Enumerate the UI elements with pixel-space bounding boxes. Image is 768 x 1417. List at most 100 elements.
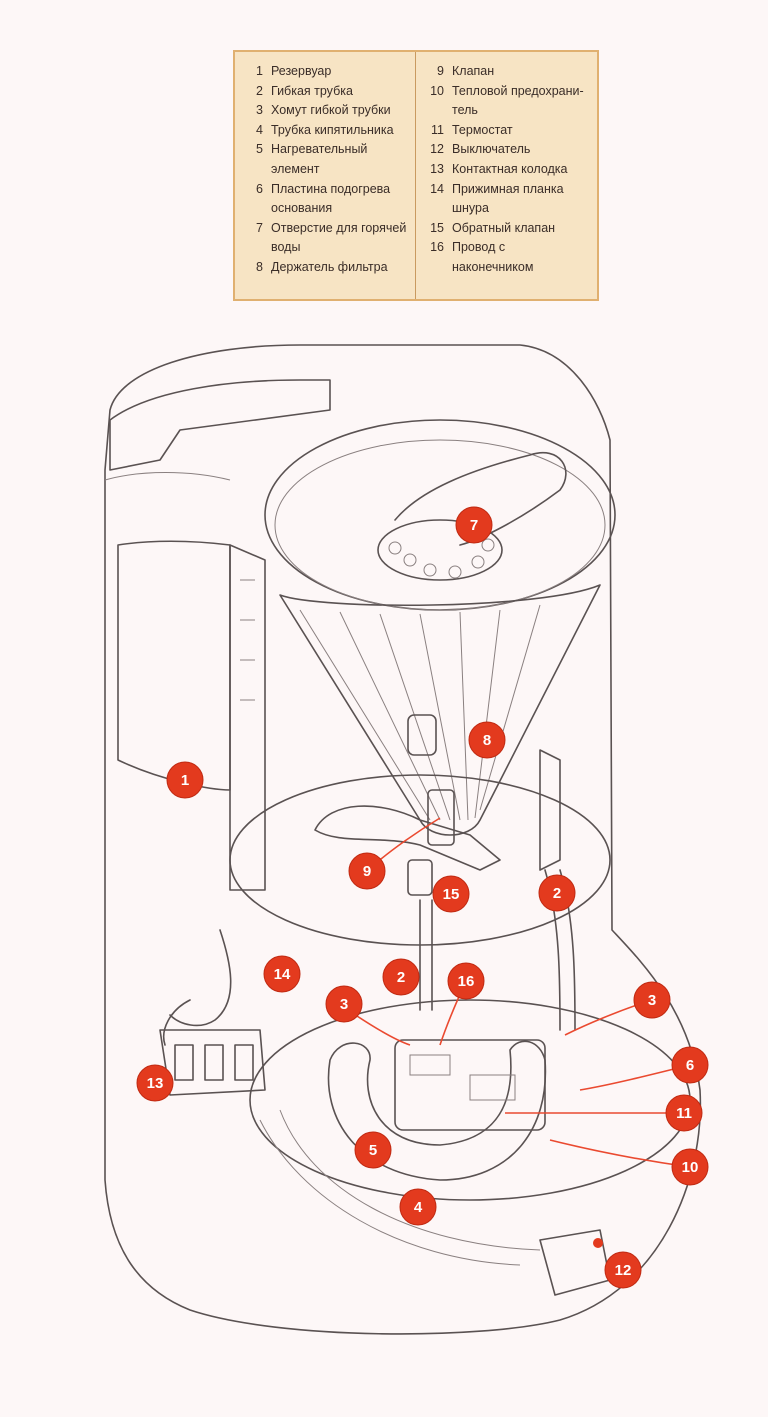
callout-1: 1 bbox=[166, 761, 204, 799]
legend-item-6-cont: основания bbox=[247, 199, 407, 219]
legend-item-10-cont: тель bbox=[424, 101, 589, 121]
callout-7: 7 bbox=[455, 506, 493, 544]
legend-text: Провод с наконечником bbox=[452, 240, 534, 274]
callout-circle bbox=[399, 1188, 437, 1226]
callout-circle bbox=[382, 958, 420, 996]
callout-label: 9 bbox=[363, 863, 371, 880]
callout-14: 14 bbox=[263, 955, 301, 993]
legend-text: Нагревательный bbox=[271, 142, 368, 157]
legend-text: Пластина подогрева bbox=[271, 181, 391, 196]
callout-circle bbox=[538, 874, 576, 912]
legend-text: Выключатель bbox=[452, 142, 531, 157]
callout-6: 6 bbox=[671, 1046, 709, 1084]
callout-label: 8 bbox=[483, 732, 491, 749]
callout-label: 13 bbox=[147, 1075, 164, 1092]
legend-number: 12 bbox=[430, 142, 444, 157]
legend-number: 6 bbox=[256, 181, 263, 196]
callout-4: 4 bbox=[399, 1188, 437, 1226]
callout-circle bbox=[671, 1148, 709, 1186]
legend-text: Резервуар bbox=[271, 64, 332, 78]
callout-2a: 2 bbox=[538, 874, 576, 912]
legend-item-1: 1 Резервуар bbox=[247, 62, 407, 82]
callout-circle bbox=[263, 955, 301, 993]
lid bbox=[264, 419, 616, 611]
callout-circle bbox=[447, 962, 485, 1000]
callout-circle bbox=[468, 721, 506, 759]
callout-15: 15 bbox=[432, 875, 470, 913]
callout-circle bbox=[348, 852, 386, 890]
callout-circle bbox=[671, 1046, 709, 1084]
legend-number: 4 bbox=[256, 122, 263, 137]
callout-11: 11 bbox=[665, 1094, 703, 1132]
legend-item-14-cont: шнура bbox=[424, 199, 589, 219]
legend-text: Хомут гибкой трубки bbox=[271, 103, 391, 118]
callout-label: 3 bbox=[340, 996, 348, 1013]
callout-circle bbox=[604, 1251, 642, 1289]
callout-label: 15 bbox=[443, 886, 460, 903]
legend-text: шнура bbox=[452, 201, 489, 216]
legend-text: Тепловой предохрани- bbox=[452, 83, 584, 98]
legend-item-3: 3 Хомут гибкой трубки bbox=[247, 101, 407, 121]
legend-item-7-cont: воды bbox=[247, 238, 407, 258]
legend-item-10: 10 Тепловой предохрани- bbox=[424, 82, 589, 102]
legend-text: Прижимная планка bbox=[452, 181, 564, 196]
callout-label: 2 bbox=[397, 969, 405, 986]
legend-number: 10 bbox=[430, 83, 444, 98]
legend-item-4: 4 Трубка кипятильника bbox=[247, 121, 407, 141]
legend-text: основания bbox=[271, 201, 333, 216]
legend-number: 3 bbox=[256, 103, 263, 118]
callout-3b: 3 bbox=[633, 981, 671, 1019]
legend-column-left: 1 Резервуар 2 Гибкая трубка 3 Хомут гибкой тр… bbox=[235, 52, 416, 299]
callout-label: 4 bbox=[414, 1199, 423, 1216]
filter-holder bbox=[279, 584, 601, 871]
base-assembly bbox=[159, 999, 691, 1296]
callout-circle bbox=[166, 761, 204, 799]
legend-number: 14 bbox=[430, 181, 444, 196]
legend-text: Обратный клапан bbox=[452, 220, 556, 235]
legend-text: Термостат bbox=[452, 122, 513, 137]
callout-circle bbox=[136, 1064, 174, 1102]
callout-label: 10 bbox=[682, 1159, 699, 1176]
callout-label: 7 bbox=[470, 517, 478, 534]
legend-number: 11 bbox=[431, 122, 444, 137]
callout-10: 10 bbox=[671, 1148, 709, 1186]
callout-8: 8 bbox=[468, 721, 506, 759]
legend-item-2: 2 Гибкая трубка bbox=[247, 82, 407, 102]
callout-label: 2 bbox=[553, 885, 561, 902]
callout-circle bbox=[633, 981, 671, 1019]
callout-5: 5 bbox=[354, 1131, 392, 1169]
callout-label: 14 bbox=[274, 966, 291, 983]
callout-label: 1 bbox=[181, 772, 189, 789]
legend-text: Контактная колодка bbox=[452, 161, 568, 176]
legend-text: Трубка кипятильника bbox=[271, 122, 394, 137]
callout-label: 6 bbox=[686, 1057, 694, 1074]
legend-text: Отверстие для горячей bbox=[271, 220, 407, 235]
callout-label: 12 bbox=[615, 1262, 632, 1279]
legend-text: элемент bbox=[271, 161, 320, 176]
callout-9: 9 bbox=[348, 852, 386, 890]
legend-number: 16 bbox=[430, 240, 444, 255]
legend-item-11: 11 Термостат bbox=[424, 121, 589, 141]
legend-number: 2 bbox=[256, 83, 263, 98]
callout-label: 3 bbox=[648, 992, 656, 1009]
legend-number: 1 bbox=[256, 64, 263, 78]
legend-item-14: 14 Прижимная планка bbox=[424, 180, 589, 200]
legend-text: тель bbox=[452, 103, 478, 118]
legend-box: 1 Резервуар 2 Гибкая трубка 3 Хомут гибкой тр… bbox=[233, 50, 599, 301]
callout-3a: 3 bbox=[325, 985, 363, 1023]
legend-number: 8 bbox=[256, 259, 263, 274]
legend-text: Гибкая трубка bbox=[271, 83, 353, 98]
callout-12: 12 bbox=[604, 1251, 642, 1289]
callout-2b: 2 bbox=[382, 958, 420, 996]
machine-body bbox=[104, 344, 702, 1335]
callout-label: 11 bbox=[676, 1105, 692, 1122]
flexible-tubes bbox=[169, 869, 576, 1031]
